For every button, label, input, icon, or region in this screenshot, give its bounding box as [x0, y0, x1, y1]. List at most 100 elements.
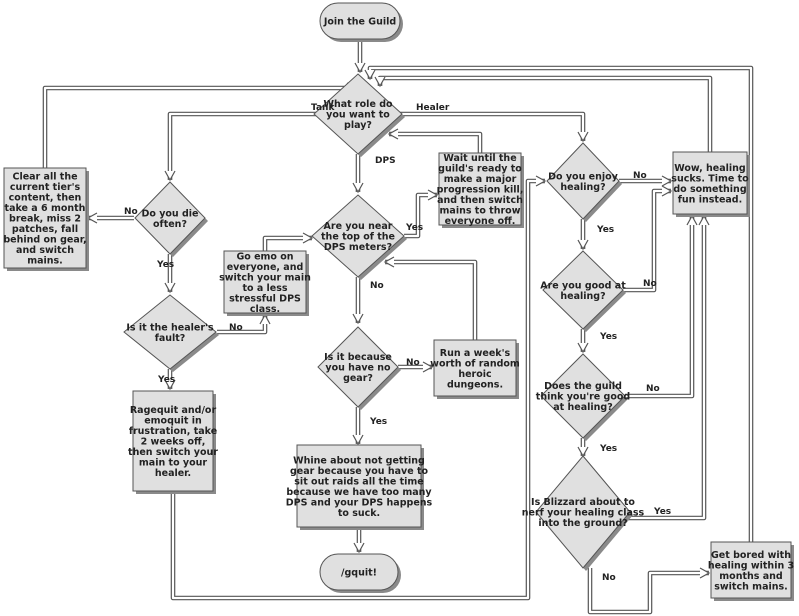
node-shape: [296, 444, 422, 528]
node-shape: [123, 294, 217, 370]
node-join: Join the GuildJoin the Guild: [319, 2, 403, 42]
edge-label-dps: DPS: [375, 156, 396, 166]
connector-lines: [42, 39, 754, 615]
edge-label-yes: Yes: [599, 444, 617, 454]
edge-label-yes: Yes: [405, 223, 423, 233]
node-shape: [223, 250, 307, 314]
node-shape: [134, 181, 206, 255]
connector-line: [383, 256, 477, 340]
node-shape: [546, 142, 620, 220]
connector-line: [625, 214, 698, 398]
connector-outline: [262, 235, 312, 251]
connector-outline: [167, 111, 316, 180]
node-shape: [672, 151, 748, 215]
node-shape: [535, 455, 631, 569]
connector-line: [400, 112, 589, 143]
connector-line: [171, 175, 547, 600]
connector-line: [374, 76, 712, 152]
connector-line: [404, 189, 439, 238]
edge-label-yes: Yes: [596, 225, 614, 235]
node-shape: [710, 541, 792, 599]
edge-label-tank: Tank: [311, 103, 335, 113]
connector-outline: [625, 216, 695, 399]
node-shape: [319, 2, 401, 40]
edge-label-yes: Yes: [599, 332, 617, 342]
connector-outline: [623, 188, 671, 293]
node-text: /gquit!: [341, 568, 377, 579]
edge-label-healer: Healer: [416, 103, 450, 113]
edge-label-no: No: [406, 358, 420, 368]
node-shape: [433, 339, 517, 397]
node-shape: [132, 390, 214, 492]
connector-outline: [400, 111, 586, 141]
connector-line: [217, 313, 271, 334]
node-shape: [313, 73, 403, 155]
edge-label-no: No: [124, 207, 138, 217]
edge-label-yes: Yes: [156, 260, 174, 270]
connector-line: [387, 128, 482, 153]
edge-label-yes: Yes: [157, 375, 175, 385]
node-shape: [438, 152, 522, 226]
edge-label-no: No: [643, 279, 657, 289]
edge-label-yes: Yes: [653, 507, 671, 517]
edge-label-no: No: [229, 323, 243, 333]
node-shape: [317, 326, 399, 408]
connector-line: [164, 112, 316, 182]
edge-label-no: No: [370, 281, 384, 291]
edge-label-no: No: [646, 384, 660, 394]
node-text: Join the Guild: [323, 17, 396, 28]
node-shape: [319, 553, 399, 591]
connector-line: [43, 82, 358, 168]
node-shape: [3, 167, 87, 269]
connector-line: [623, 185, 673, 292]
edge-label-yes: Yes: [369, 417, 387, 427]
node-shape: [542, 250, 624, 330]
connector-line: [588, 567, 711, 614]
node-shape: [311, 194, 405, 278]
edge-label-no: No: [633, 171, 647, 181]
connector-outline: [389, 131, 483, 153]
connector-outline: [42, 85, 356, 168]
connector-line: [364, 66, 753, 542]
connector-line: [628, 214, 710, 520]
edge-label-no: No: [602, 573, 616, 583]
connector-line: [263, 232, 314, 251]
connector-outline: [385, 259, 478, 340]
node-shape: [540, 353, 626, 439]
